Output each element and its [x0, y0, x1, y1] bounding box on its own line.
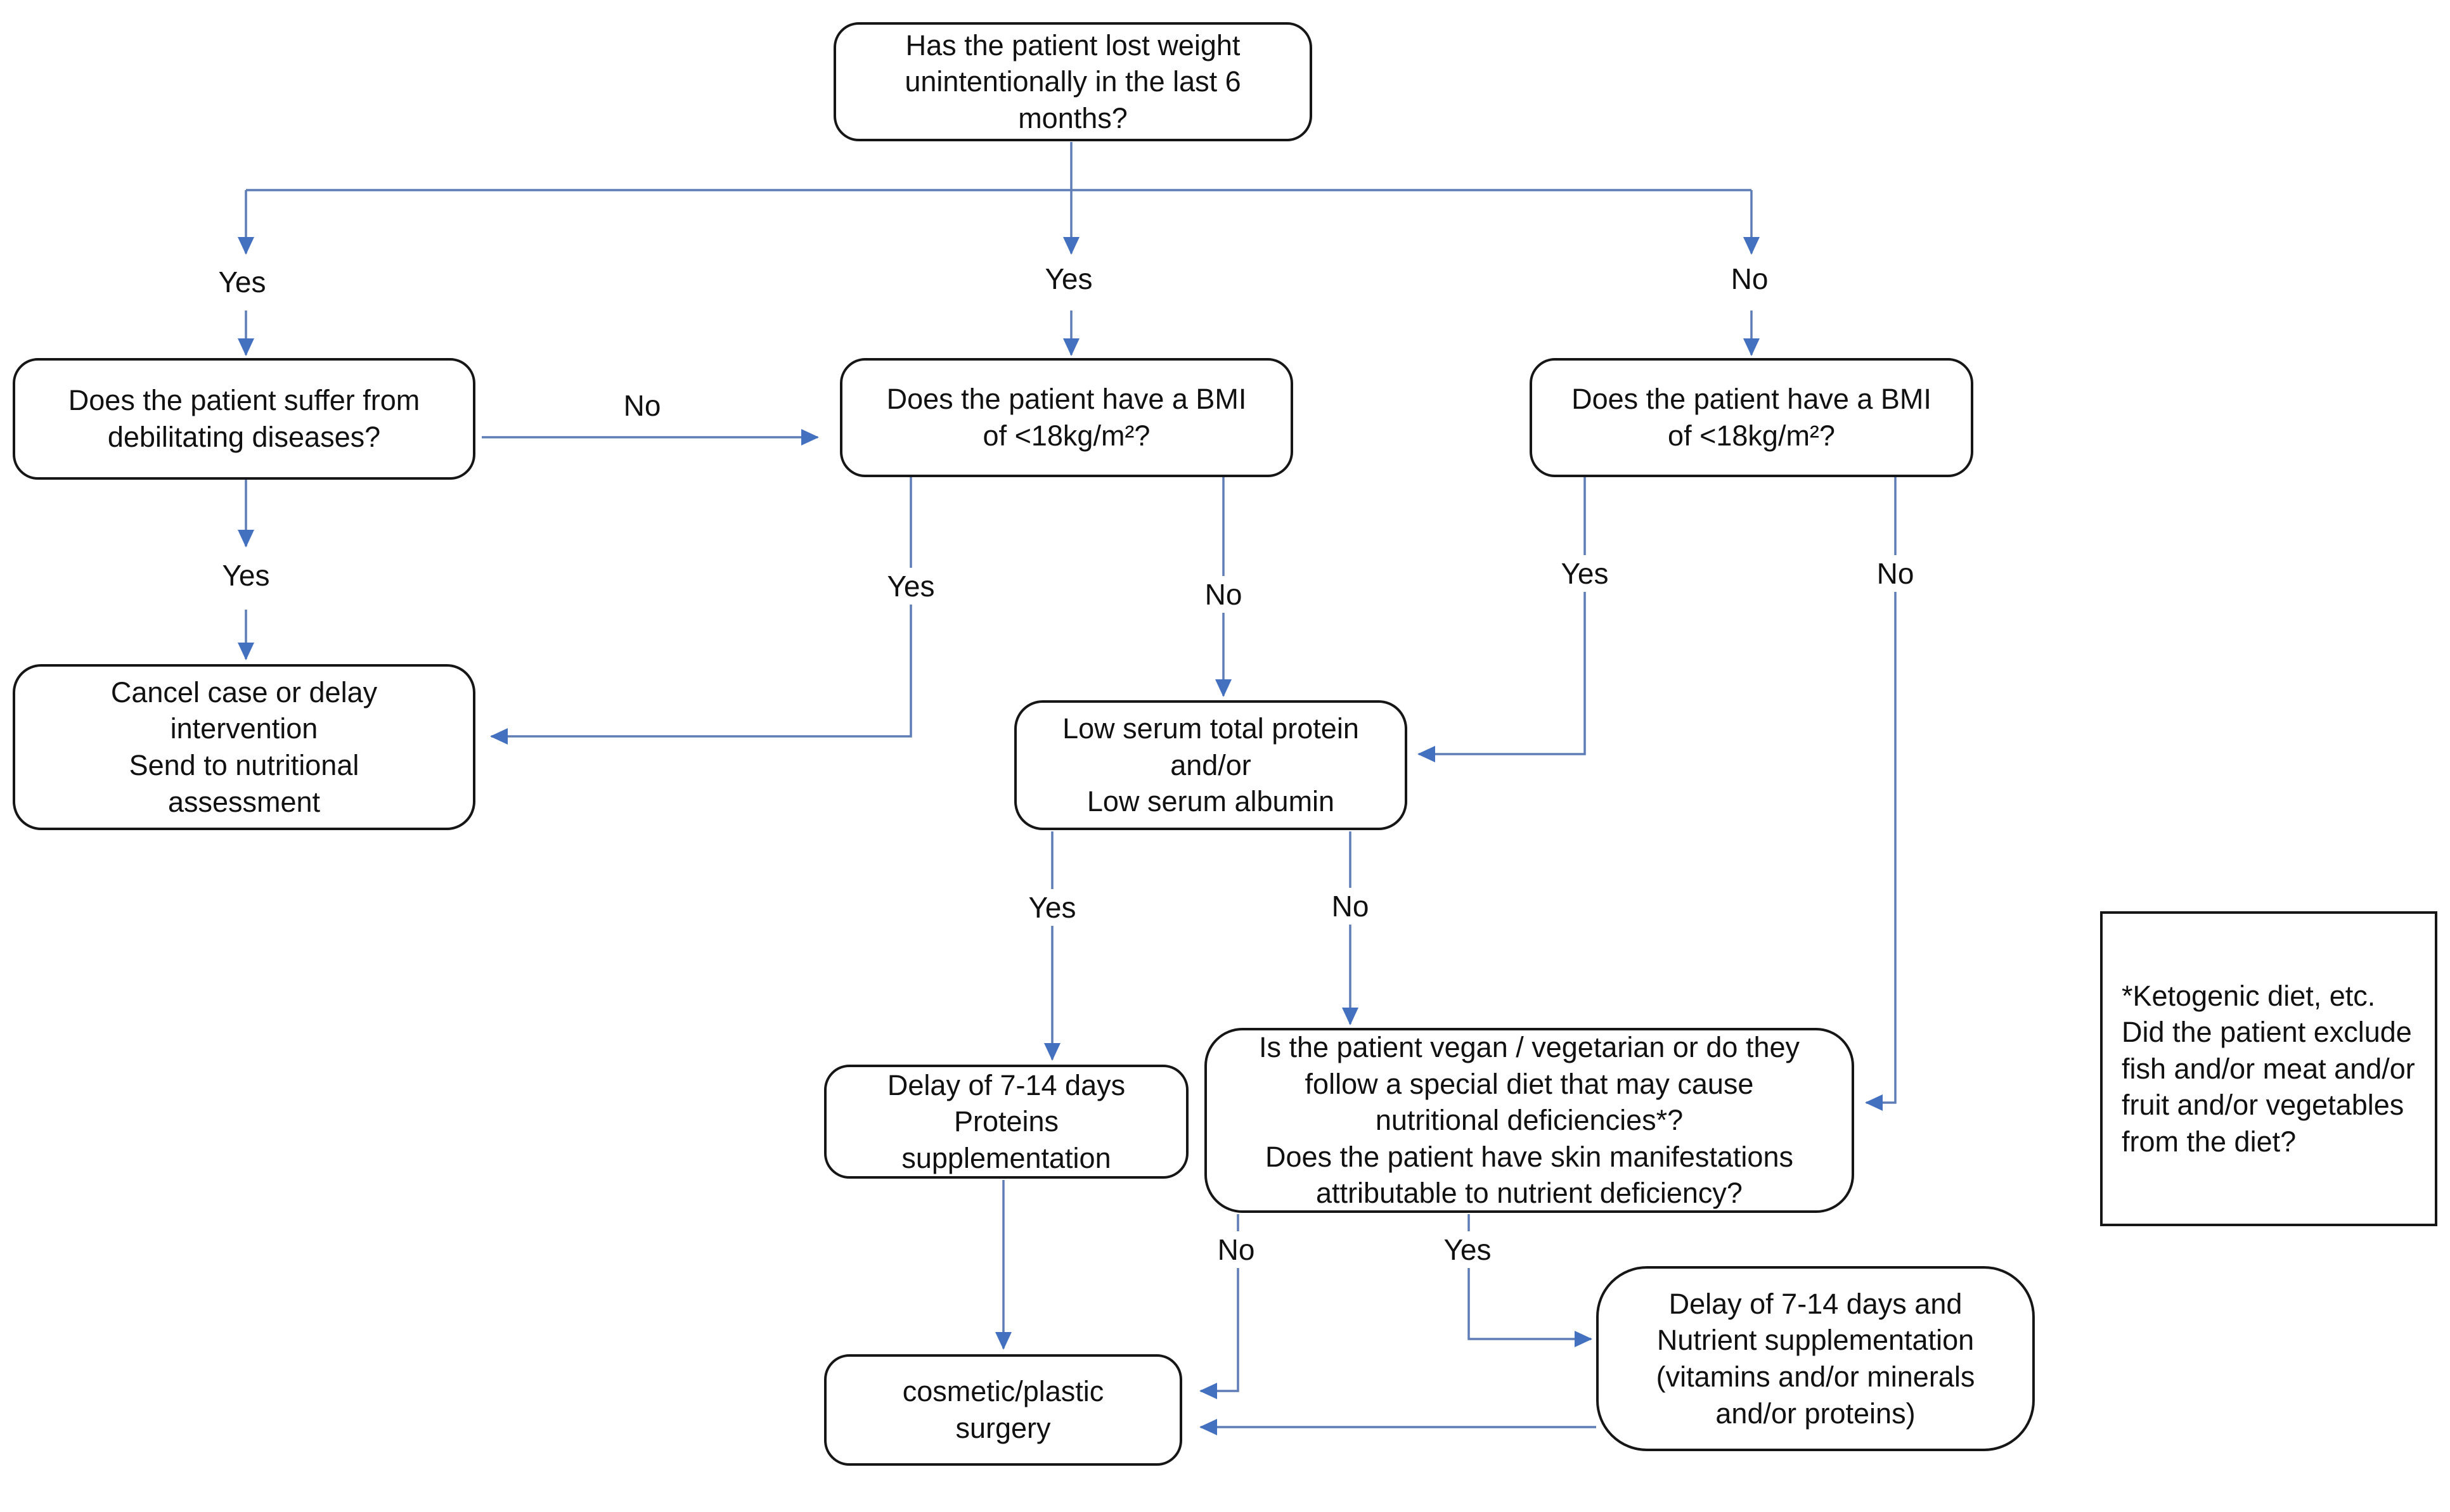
node-bmi-right-text: Does the patient have a BMI of <18kg/m²?	[1571, 383, 1931, 452]
node-bmi-mid-question: Does the patient have a BMI of <18kg/m²?	[840, 358, 1293, 477]
node-cancel-case-text: Cancel case or delay intervention Send t…	[110, 676, 378, 818]
label-low-serum-no: No	[1324, 888, 1377, 925]
node-delay-proteins: Delay of 7-14 days Proteins supplementat…	[824, 1065, 1189, 1179]
edge-special-diet-no	[1199, 1214, 1239, 1399]
label-root-left-yes: Yes	[210, 264, 274, 300]
label-bmi-right-yes: Yes	[1553, 555, 1616, 592]
node-cancel-case: Cancel case or delay intervention Send t…	[13, 664, 475, 830]
label-bmi-right-no: No	[1869, 555, 1922, 592]
label-debilitating-no: No	[616, 387, 669, 424]
label-root-right-no: No	[1723, 260, 1776, 297]
label-bmi-mid-no: No	[1197, 576, 1250, 613]
label-special-diet-yes: Yes	[1436, 1231, 1499, 1268]
node-delay-proteins-text: Delay of 7-14 days Proteins supplementat…	[887, 1068, 1126, 1174]
node-weight-loss-text: Has the patient lost weight unintentiona…	[905, 29, 1241, 134]
node-footnote-text: *Ketogenic diet, etc. Did the patient ex…	[2122, 979, 2415, 1158]
node-surgery: cosmetic/plastic surgery	[824, 1354, 1182, 1466]
node-low-serum-text: Low serum total protein and/or Low serum…	[1062, 712, 1359, 818]
node-debilitating-text: Does the patient suffer from debilitatin…	[68, 384, 420, 453]
label-root-mid-yes: Yes	[1037, 260, 1100, 297]
node-bmi-mid-text: Does the patient have a BMI of <18kg/m²?	[886, 383, 1247, 452]
label-low-serum-yes: Yes	[1021, 889, 1084, 926]
node-special-diet-question: Is the patient vegan / vegetarian or do …	[1204, 1028, 1854, 1213]
node-surgery-text: cosmetic/plastic surgery	[902, 1375, 1104, 1444]
node-debilitating-question: Does the patient suffer from debilitatin…	[13, 358, 475, 480]
node-nutrient-supplementation: Delay of 7-14 days and Nutrient suppleme…	[1596, 1266, 2035, 1451]
label-special-diet-no: No	[1209, 1231, 1263, 1268]
edge-bmi-right-yes	[1417, 477, 1586, 762]
node-nutrient-supplementation-text: Delay of 7-14 days and Nutrient suppleme…	[1656, 1287, 1975, 1430]
node-footnote: *Ketogenic diet, etc. Did the patient ex…	[2100, 911, 2437, 1226]
node-low-serum: Low serum total protein and/or Low serum…	[1014, 700, 1407, 830]
label-bmi-mid-yes: Yes	[879, 568, 943, 605]
node-special-diet-text: Is the patient vegan / vegetarian or do …	[1258, 1031, 1800, 1210]
label-debilitating-yes: Yes	[214, 557, 278, 594]
node-bmi-right-question: Does the patient have a BMI of <18kg/m²?	[1530, 358, 1973, 477]
edge-bmi-right-no	[1865, 477, 1897, 1111]
edge-bmi-mid-yes	[490, 477, 912, 745]
node-weight-loss-question: Has the patient lost weight unintentiona…	[834, 22, 1312, 141]
